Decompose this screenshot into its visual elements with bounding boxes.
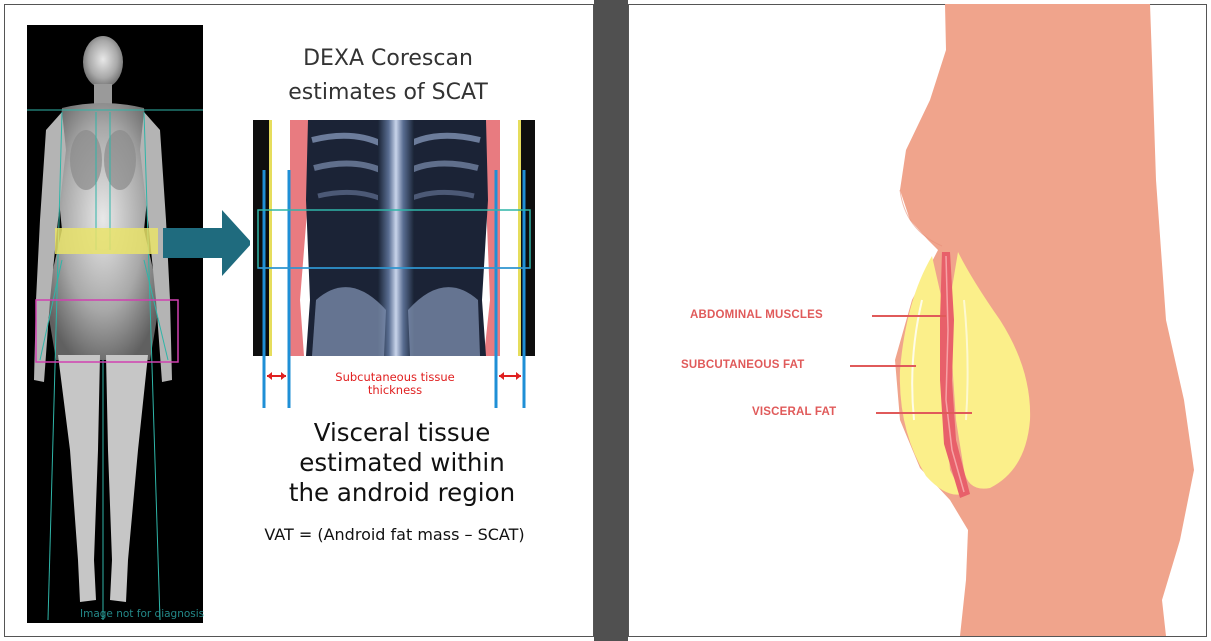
scan-watermark: Image not for diagnosis [80,608,204,620]
scan-caption-line-2: thickness [300,384,490,397]
body-text-line-1: Visceral tissue [246,418,558,448]
label-subcutaneous-fat: SUBCUTANEOUS FAT [681,359,805,371]
dexa-body-scan [27,25,203,623]
body-illustration [850,4,1194,636]
vat-formula: VAT = (Android fat mass – SCAT) [222,525,567,544]
label-abdominal-muscles: ABDOMINAL MUSCLES [690,309,823,321]
title-line-1: DEXA Corescan [258,42,518,76]
scan-caption: Subcutaneous tissue thickness [300,371,490,397]
body-text-line-2: estimated within [246,448,558,478]
dexa-title: DEXA Corescan estimates of SCAT [258,42,518,110]
body-text-line-3: the android region [246,478,558,508]
corescan-image [250,120,536,408]
title-line-2: estimates of SCAT [258,76,518,110]
body-text: Visceral tissue estimated within the and… [246,418,558,508]
label-visceral-fat: VISCERAL FAT [752,406,836,418]
